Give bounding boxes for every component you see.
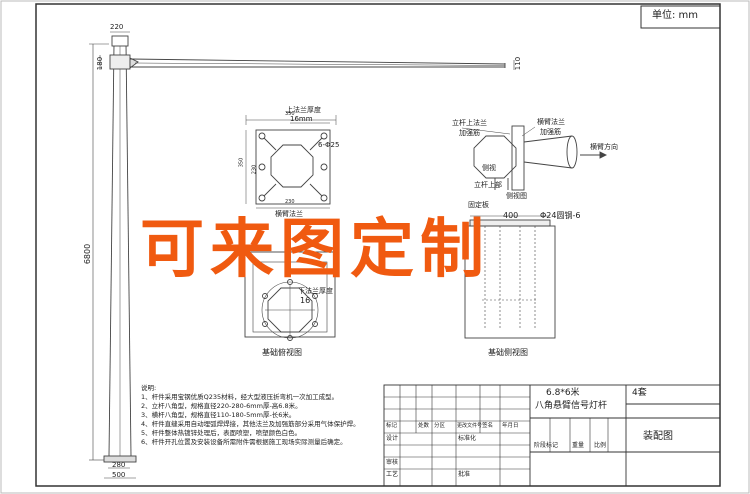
arm-flange-caption: 横臂法兰 bbox=[275, 210, 303, 218]
stage-mark: 阶段标记 bbox=[534, 442, 559, 449]
foundation-side-caption: 基础侧视图 bbox=[488, 348, 528, 357]
side-view-caption: 侧视图 bbox=[506, 192, 527, 200]
quantity: 4套 bbox=[632, 388, 647, 398]
foundation-thickness-label: 下法兰厚度 bbox=[298, 287, 333, 295]
pole-base-dim-2: 500 bbox=[112, 471, 126, 479]
arm-flange-plate bbox=[245, 115, 337, 209]
foundation-dim-400: 400 bbox=[503, 211, 519, 220]
arm-flange-width-top: 350 bbox=[285, 111, 295, 117]
foundation-top-view bbox=[244, 251, 336, 341]
row-design: 设计 bbox=[386, 435, 399, 442]
col-zone: 分区 bbox=[434, 423, 446, 429]
arm-flange-height-inner: 230 bbox=[251, 164, 258, 175]
col-sign: 签名 bbox=[482, 423, 494, 429]
row-standard: 标准化 bbox=[458, 435, 477, 442]
side-label-stiffener: 加强筋 bbox=[459, 129, 480, 137]
col-date: 年月日 bbox=[502, 423, 519, 429]
notes-title: 说明: bbox=[141, 384, 157, 392]
arm-flange-thickness-value: 16mm bbox=[290, 115, 313, 123]
side-label-arm-direction: 横臂方向 bbox=[590, 143, 618, 151]
drawing-type: 装配图 bbox=[643, 431, 673, 442]
col-doc: 更改文件号 bbox=[457, 423, 483, 429]
note-item: 2、立杆八角型，规格直径220-280-6mm厚-高6.8米。 bbox=[141, 402, 302, 410]
drawing-frame bbox=[35, 3, 721, 487]
arm-end-dim: 110 bbox=[514, 56, 523, 71]
foundation-thickness-value: 16 bbox=[300, 296, 311, 305]
note-item: 3、横杆八角型，规格直径110-180-5mm厚-长6米。 bbox=[141, 411, 296, 419]
side-label-arm-flange: 横臂法兰 bbox=[537, 118, 565, 126]
watermark-text: 可来图定制 bbox=[140, 212, 490, 287]
row-review: 审核 bbox=[386, 459, 399, 466]
side-label-lateral: 侧视 bbox=[482, 164, 496, 172]
pole-top-width: 220 bbox=[110, 23, 124, 31]
arm-flange-thickness-label: 上法兰厚度 bbox=[286, 106, 321, 114]
product-dims: 6.8*6米 bbox=[546, 388, 580, 398]
col-count: 处数 bbox=[418, 423, 430, 429]
note-item: 1、杆件采用宝钢优质Q235材料，经大型液压折弯机一次加工成型。 bbox=[141, 393, 339, 401]
arm-flange-height-left: 350 bbox=[238, 157, 245, 168]
side-label-upper-flange: 立杆上法兰 bbox=[452, 119, 487, 127]
weight-label: 重量 bbox=[572, 442, 585, 449]
pole-dimensions bbox=[89, 31, 515, 479]
scale-label: 比例 bbox=[594, 442, 607, 449]
note-item: 6、杆件开孔位置及安装设备所需附件需根据施工现场实际测量后确定。 bbox=[141, 438, 347, 446]
side-label-pole-top: 立杆上部 bbox=[474, 181, 502, 189]
foundation-plate-label: 固定板 bbox=[468, 201, 489, 209]
foundation-dim-rebar: Φ24圆钢-6 bbox=[540, 211, 581, 220]
row-process: 工艺 bbox=[386, 471, 399, 478]
arm-side-view bbox=[461, 125, 608, 191]
arm-flange-width-bottom: 230 bbox=[285, 199, 295, 205]
unit-box bbox=[640, 5, 721, 29]
col-mark: 标记 bbox=[386, 423, 398, 429]
side-label-stiffener-2: 加强筋 bbox=[540, 128, 561, 136]
foundation-side-view bbox=[464, 215, 556, 339]
pole-flange-dim: 180 bbox=[96, 56, 105, 71]
unit-label: 单位: mm bbox=[652, 10, 699, 21]
pole-height-label: 6800 bbox=[83, 243, 93, 265]
note-item: 5、杆件整体热镀锌处理后，表面喷塑，喷塑颜色白色。 bbox=[141, 429, 302, 437]
pole-base-dim-1: 280 bbox=[112, 461, 126, 469]
notes-block: 说明: 1、杆件采用宝钢优质Q235材料，经大型液压折弯机一次加工成型。 2、立… bbox=[141, 384, 360, 447]
row-approve: 批准 bbox=[458, 471, 471, 478]
product-name: 八角悬臂信号灯杆 bbox=[535, 401, 608, 411]
note-item: 4、杆件直缝采用自动埋弧焊焊接，其他法兰及加强筋部分采用气体保护焊。 bbox=[141, 420, 360, 428]
pole-elevation bbox=[103, 35, 506, 463]
title-block bbox=[383, 384, 721, 487]
arm-flange-hole-label: 6-Φ25 bbox=[318, 141, 340, 149]
foundation-top-caption: 基础俯视图 bbox=[262, 348, 302, 357]
